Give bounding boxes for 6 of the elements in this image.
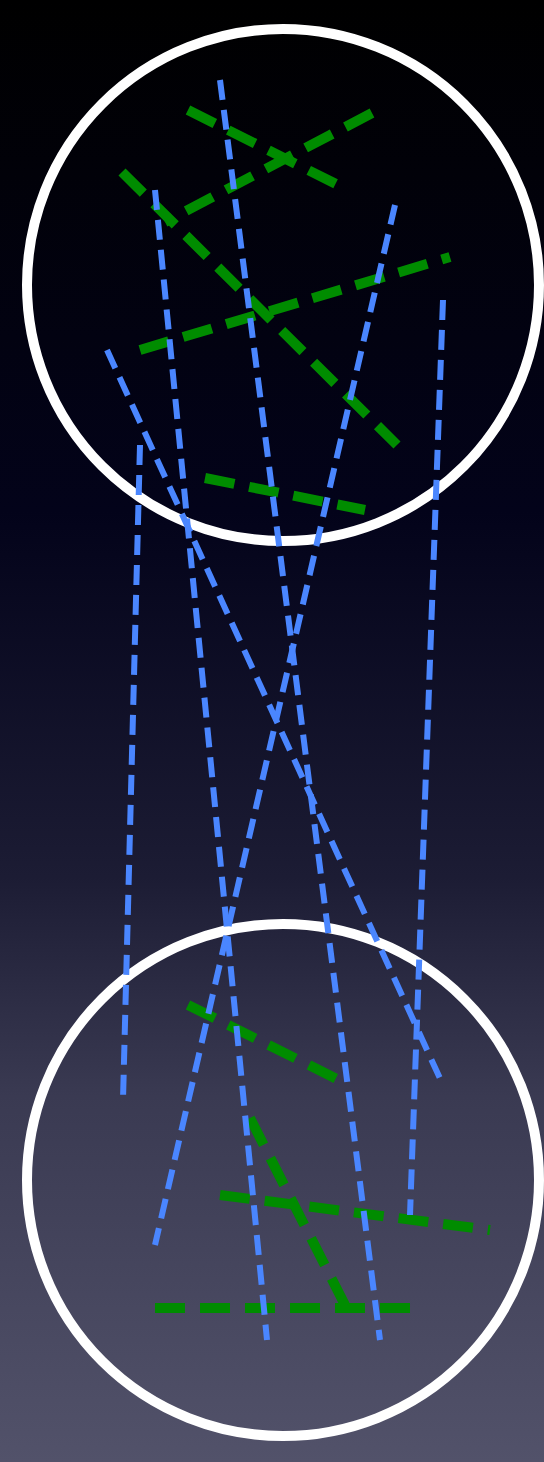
- circle: [22, 919, 544, 1441]
- dashed-line: [152, 189, 270, 1341]
- dashed-line: [217, 79, 383, 1341]
- dashed-line: [407, 299, 446, 1216]
- circle: [22, 24, 544, 546]
- dashed-line: [152, 204, 398, 1246]
